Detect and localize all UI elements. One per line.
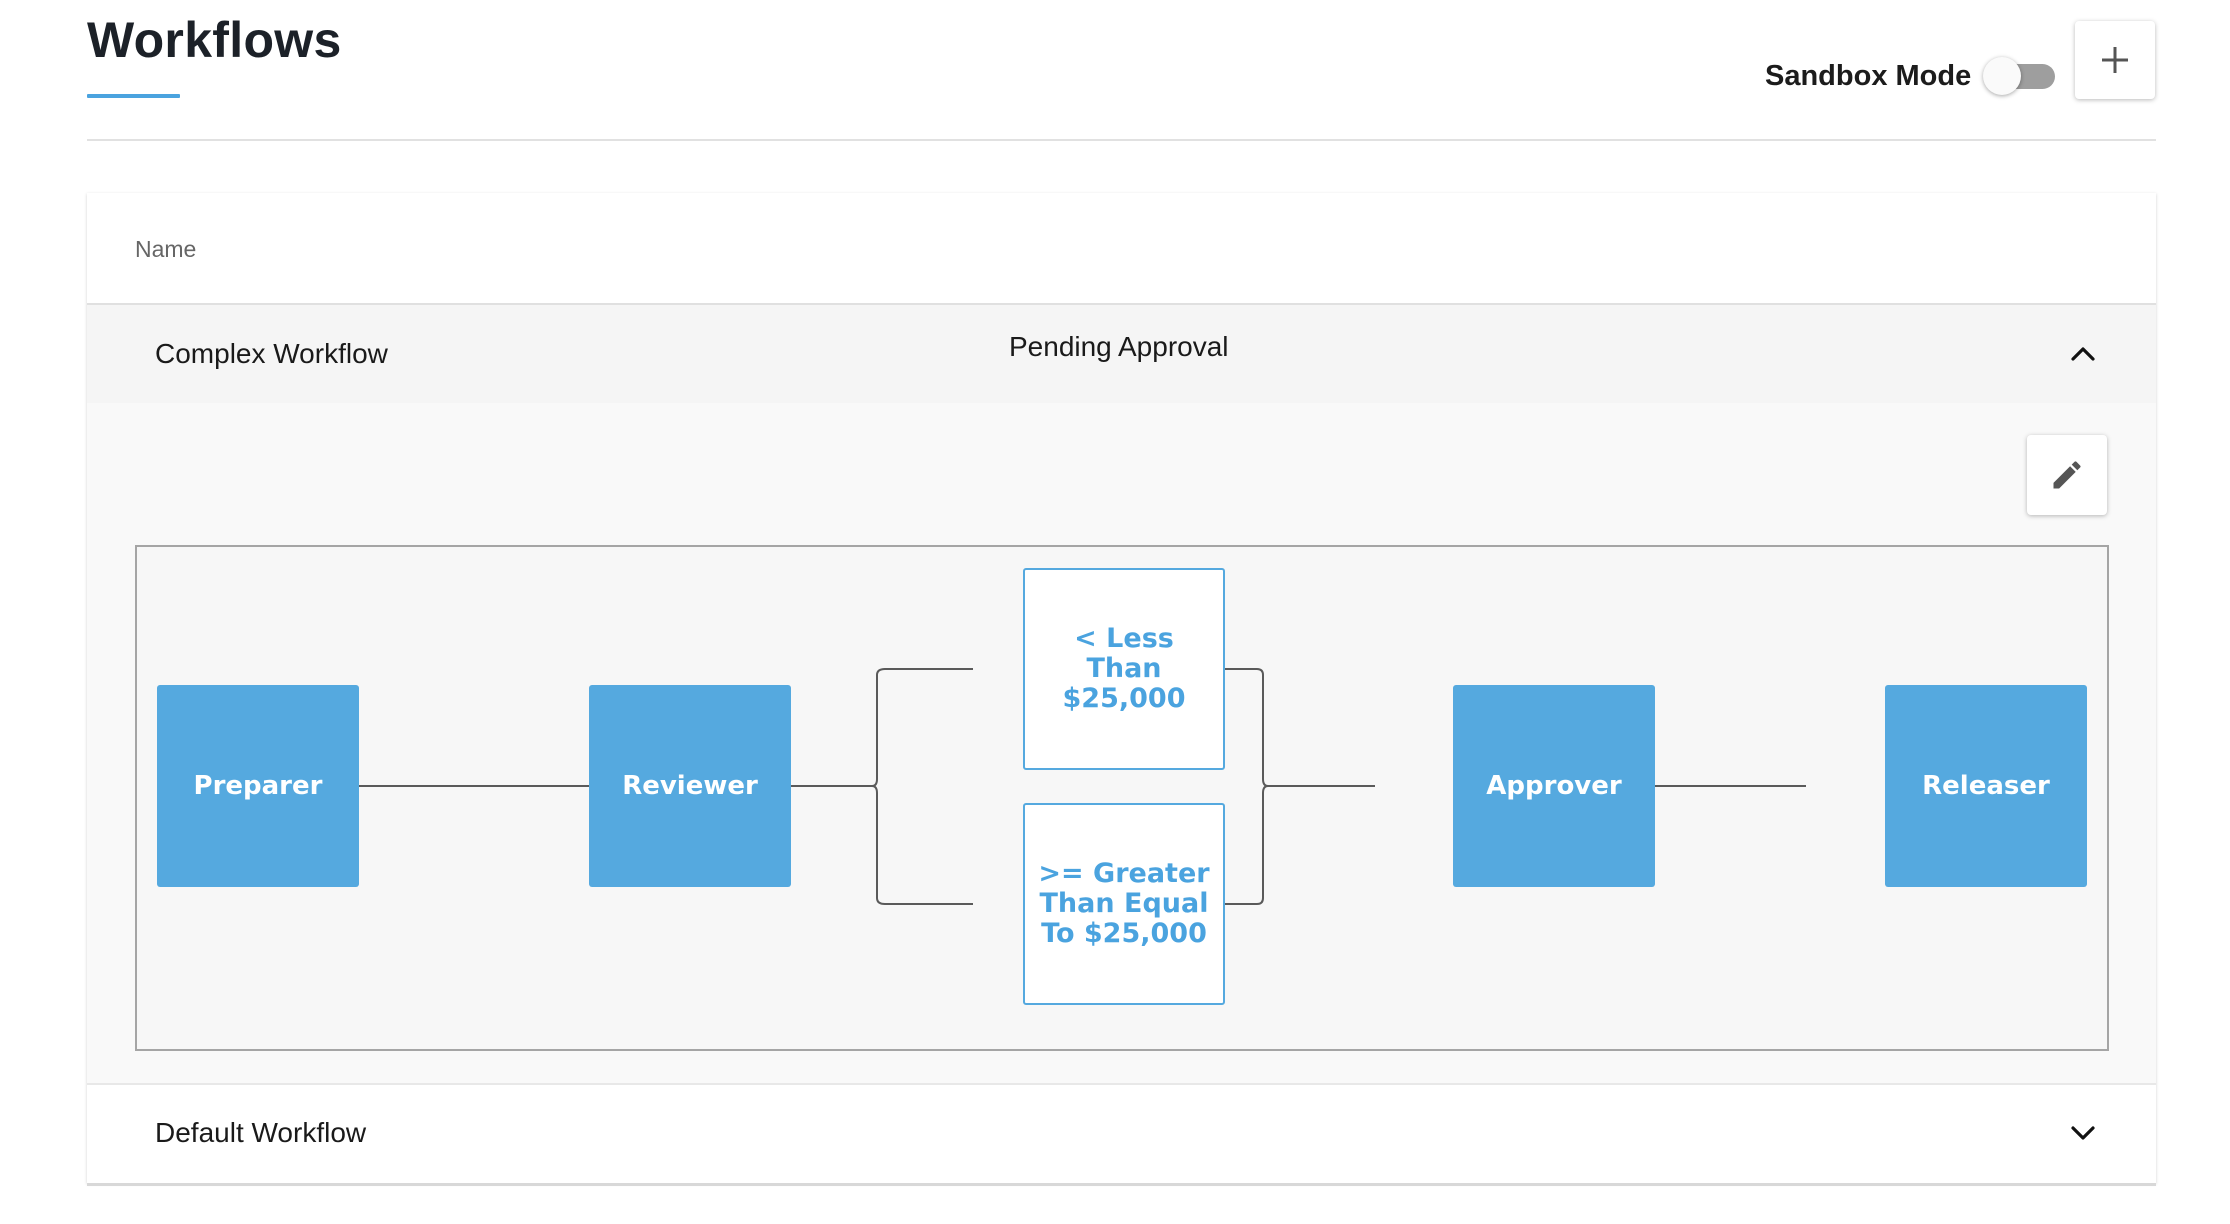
workflow-name: Complex Workflow: [155, 338, 388, 369]
step-approver[interactable]: Approver: [1453, 685, 1655, 887]
chevron-down-icon[interactable]: [2067, 1117, 2099, 1149]
workflow-row-default[interactable]: Default Workflow: [87, 1083, 2156, 1186]
add-workflow-button[interactable]: [2075, 21, 2155, 99]
step-releaser[interactable]: Releaser: [1885, 685, 2087, 887]
sandbox-mode-toggle[interactable]: [1983, 57, 2057, 95]
toggle-knob: [1983, 57, 2021, 95]
page-title: Workflows: [87, 12, 342, 68]
workflow-row-complex[interactable]: Complex Workflow Pending Approval: [87, 303, 2156, 405]
edit-workflow-button[interactable]: [2027, 435, 2107, 515]
pencil-icon: [2053, 461, 2081, 489]
chevron-up-icon[interactable]: [2067, 338, 2099, 370]
column-header-name: Name: [135, 236, 197, 262]
workflow-status: Pending Approval: [1009, 331, 1229, 362]
workflow-name: Default Workflow: [155, 1117, 367, 1148]
title-underline: [87, 94, 180, 98]
header-divider: [87, 139, 2156, 141]
workflow-detail-panel: Preparer Reviewer < Less Than $25,000 >=…: [87, 403, 2156, 1083]
workflows-table: Name Complex Workflow Pending Approval: [87, 193, 2156, 1186]
condition-greater-equal[interactable]: >= Greater Than Equal To $25,000: [1023, 803, 1225, 1005]
workflow-diagram: Preparer Reviewer < Less Than $25,000 >=…: [135, 545, 2109, 1051]
step-preparer[interactable]: Preparer: [157, 685, 359, 887]
sandbox-mode-label: Sandbox Mode: [1765, 60, 1972, 92]
step-reviewer[interactable]: Reviewer: [589, 685, 791, 887]
condition-less-than[interactable]: < Less Than $25,000: [1023, 568, 1225, 770]
plus-icon: [2102, 47, 2128, 73]
